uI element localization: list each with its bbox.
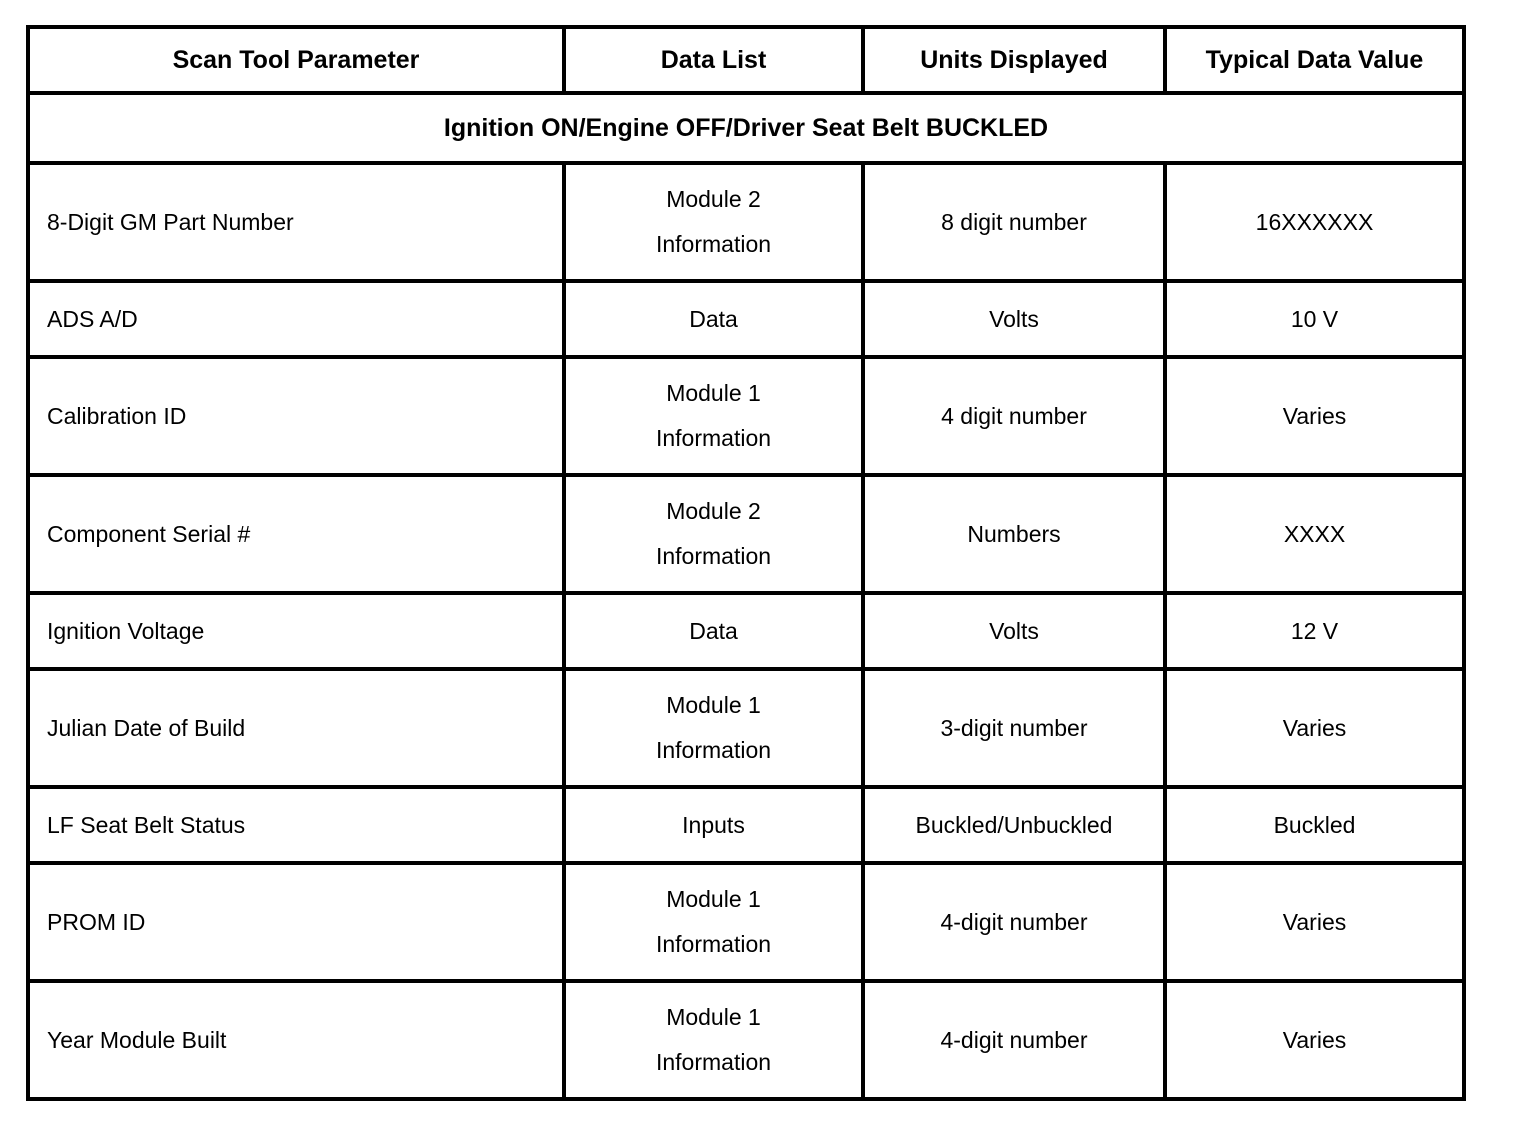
table-row: LF Seat Belt Status Inputs Buckled/Unbuc…: [26, 785, 1466, 865]
cell-typical-value: Varies: [1163, 861, 1466, 983]
table-row: Calibration ID Module 1 Information 4 di…: [26, 355, 1466, 477]
cell-typical-value: 10 V: [1163, 279, 1466, 359]
column-header-row: Scan Tool Parameter Data List Units Disp…: [26, 25, 1466, 95]
cell-units-displayed: 8 digit number: [861, 161, 1167, 283]
cell-data-list: Inputs: [562, 785, 865, 865]
cell-units-displayed: Volts: [861, 279, 1167, 359]
cell-parameter: PROM ID: [26, 861, 566, 983]
cell-units-displayed: 4-digit number: [861, 861, 1167, 983]
table-row: 8-Digit GM Part Number Module 2 Informat…: [26, 161, 1466, 283]
cell-data-list: Module 1 Information: [562, 667, 865, 789]
table-row: Julian Date of Build Module 1 Informatio…: [26, 667, 1466, 789]
column-header-scan-tool-parameter: Scan Tool Parameter: [26, 25, 566, 95]
section-header-ignition-state: Ignition ON/Engine OFF/Driver Seat Belt …: [26, 91, 1466, 165]
cell-parameter: ADS A/D: [26, 279, 566, 359]
column-header-units-displayed: Units Displayed: [861, 25, 1167, 95]
table-row: Component Serial # Module 2 Information …: [26, 473, 1466, 595]
cell-data-list: Module 2 Information: [562, 161, 865, 283]
table-row: PROM ID Module 1 Information 4-digit num…: [26, 861, 1466, 983]
scan-tool-data-table: Scan Tool Parameter Data List Units Disp…: [26, 25, 1466, 1101]
cell-parameter: Ignition Voltage: [26, 591, 566, 671]
cell-units-displayed: 3-digit number: [861, 667, 1167, 789]
cell-parameter: 8-Digit GM Part Number: [26, 161, 566, 283]
cell-parameter: LF Seat Belt Status: [26, 785, 566, 865]
cell-typical-value: 16XXXXXX: [1163, 161, 1466, 283]
cell-data-list: Data: [562, 591, 865, 671]
cell-units-displayed: Volts: [861, 591, 1167, 671]
cell-units-displayed: 4-digit number: [861, 979, 1167, 1101]
cell-units-displayed: Numbers: [861, 473, 1167, 595]
cell-typical-value: Buckled: [1163, 785, 1466, 865]
cell-typical-value: XXXX: [1163, 473, 1466, 595]
section-header-row: Ignition ON/Engine OFF/Driver Seat Belt …: [26, 91, 1466, 165]
cell-parameter: Julian Date of Build: [26, 667, 566, 789]
cell-parameter: Calibration ID: [26, 355, 566, 477]
cell-data-list: Module 1 Information: [562, 979, 865, 1101]
cell-typical-value: Varies: [1163, 667, 1466, 789]
cell-parameter: Year Module Built: [26, 979, 566, 1101]
table-row: Ignition Voltage Data Volts 12 V: [26, 591, 1466, 671]
table-row: Year Module Built Module 1 Information 4…: [26, 979, 1466, 1101]
cell-units-displayed: Buckled/Unbuckled: [861, 785, 1167, 865]
cell-typical-value: 12 V: [1163, 591, 1466, 671]
cell-data-list: Module 1 Information: [562, 355, 865, 477]
cell-units-displayed: 4 digit number: [861, 355, 1167, 477]
table-row: ADS A/D Data Volts 10 V: [26, 279, 1466, 359]
cell-data-list: Data: [562, 279, 865, 359]
cell-typical-value: Varies: [1163, 355, 1466, 477]
column-header-data-list: Data List: [562, 25, 865, 95]
cell-data-list: Module 1 Information: [562, 861, 865, 983]
cell-typical-value: Varies: [1163, 979, 1466, 1101]
column-header-typical-data-value: Typical Data Value: [1163, 25, 1466, 95]
cell-parameter: Component Serial #: [26, 473, 566, 595]
cell-data-list: Module 2 Information: [562, 473, 865, 595]
